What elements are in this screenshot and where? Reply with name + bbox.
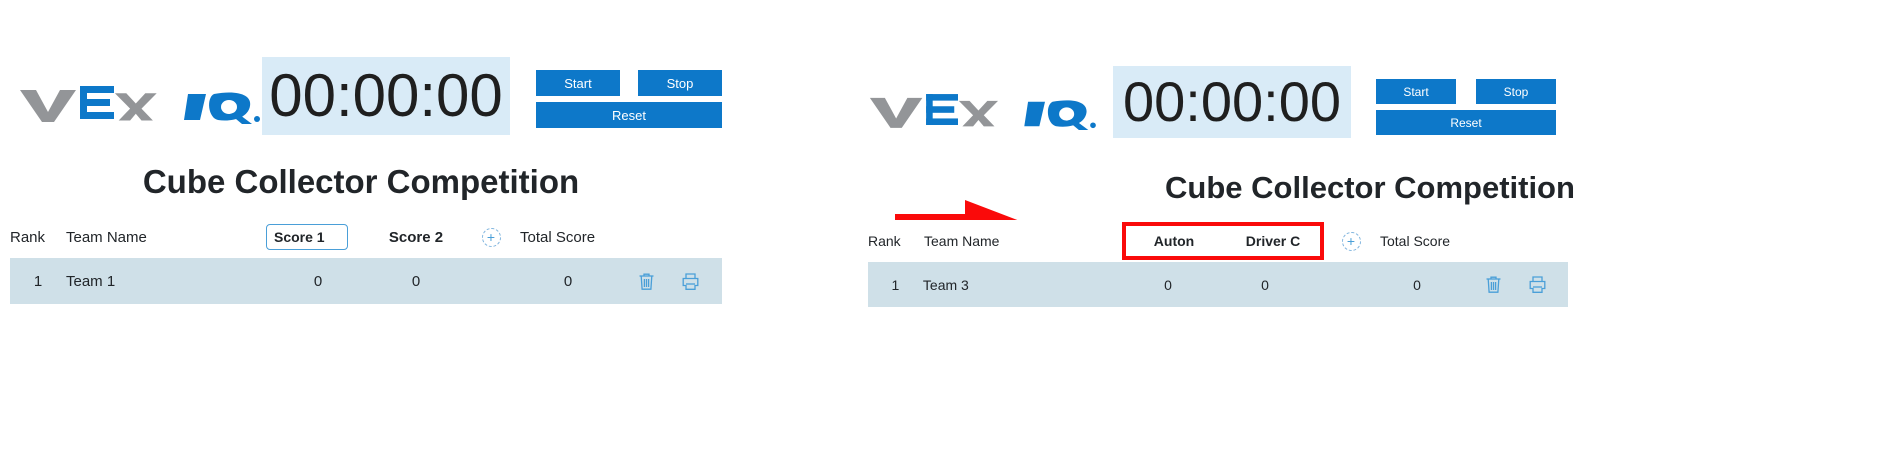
cell-rank: 1: [891, 276, 900, 293]
timer-controls-after: Start Stop Reset: [1376, 79, 1556, 135]
vex-iq-logo: [18, 82, 262, 124]
header-score-1[interactable]: Auton: [1153, 233, 1195, 249]
header-team-name: Team Name: [924, 233, 1000, 249]
competition-title: Cube Collector Competition: [1165, 170, 1575, 205]
app-header-before: 00:00:00 Start Stop Reset: [0, 0, 860, 135]
reset-button[interactable]: Reset: [536, 102, 722, 128]
cell-actions: [616, 272, 722, 291]
header-total-score: Total Score: [520, 228, 596, 246]
cell-rank: 1: [33, 272, 43, 290]
trash-icon[interactable]: [1485, 275, 1502, 294]
header-score-2[interactable]: Driver C: [1245, 233, 1301, 249]
header-rank: Rank: [868, 233, 901, 249]
vex-iq-logo: [868, 90, 1098, 130]
scores-table-before: Rank Team Name Score 2 + Total Score 1 T…: [10, 216, 722, 304]
timer-value: 00:00:00: [1123, 70, 1341, 133]
add-column-icon[interactable]: +: [481, 227, 501, 247]
printer-icon[interactable]: [681, 272, 700, 291]
cell-score-2[interactable]: 0: [411, 272, 421, 290]
header-rank: Rank: [10, 228, 46, 246]
match-timer-display: 00:00:00: [262, 57, 510, 135]
table-header-row: Rank Team Name Score 2 + Total Score: [10, 216, 722, 258]
table-row[interactable]: 1 Team 3 0 0 0: [868, 262, 1568, 307]
start-button[interactable]: Start: [536, 70, 620, 96]
stop-button[interactable]: Stop: [1476, 79, 1556, 104]
timer-value: 00:00:00: [269, 62, 503, 129]
table-header-row: Rank Team Name Auton Driver C + Total Sc…: [868, 220, 1568, 262]
stop-button[interactable]: Stop: [638, 70, 722, 96]
cell-score-1[interactable]: 0: [313, 272, 323, 290]
printer-icon[interactable]: [1528, 275, 1547, 294]
header-score-2[interactable]: Score 2: [388, 228, 444, 246]
scores-table-after: Rank Team Name Auton Driver C + Total Sc…: [868, 220, 1568, 307]
cell-team-name[interactable]: Team 3: [922, 276, 969, 293]
add-column-cell: +: [1322, 231, 1380, 251]
score-column-1-input[interactable]: [266, 224, 348, 250]
cell-total-score: 0: [1413, 276, 1421, 293]
header-total-score: Total Score: [1380, 233, 1451, 249]
app-header-after: 00:00:00 Start Stop Reset: [860, 0, 1898, 138]
after-panel: 00:00:00 Start Stop Reset Cube Collector…: [860, 0, 1898, 452]
add-column-icon[interactable]: +: [1341, 231, 1361, 251]
cell-score-2[interactable]: 0: [1261, 276, 1269, 293]
cell-team-name[interactable]: Team 1: [66, 272, 116, 290]
trash-icon[interactable]: [638, 272, 655, 291]
reset-button[interactable]: Reset: [1376, 110, 1556, 135]
table-row[interactable]: 1 Team 1 0 0 0: [10, 258, 722, 304]
cell-score-1[interactable]: 0: [1164, 276, 1172, 293]
timer-controls-before: Start Stop Reset: [536, 70, 722, 128]
cell-total-score: 0: [563, 272, 573, 290]
match-timer-display: 00:00:00: [1113, 66, 1351, 138]
add-column-cell: +: [462, 227, 520, 247]
before-panel: 00:00:00 Start Stop Reset Cube Collector…: [0, 0, 860, 452]
competition-title: Cube Collector Competition: [142, 163, 580, 200]
header-team-name: Team Name: [66, 228, 147, 246]
start-button[interactable]: Start: [1376, 79, 1456, 104]
cell-actions: [1464, 275, 1568, 294]
